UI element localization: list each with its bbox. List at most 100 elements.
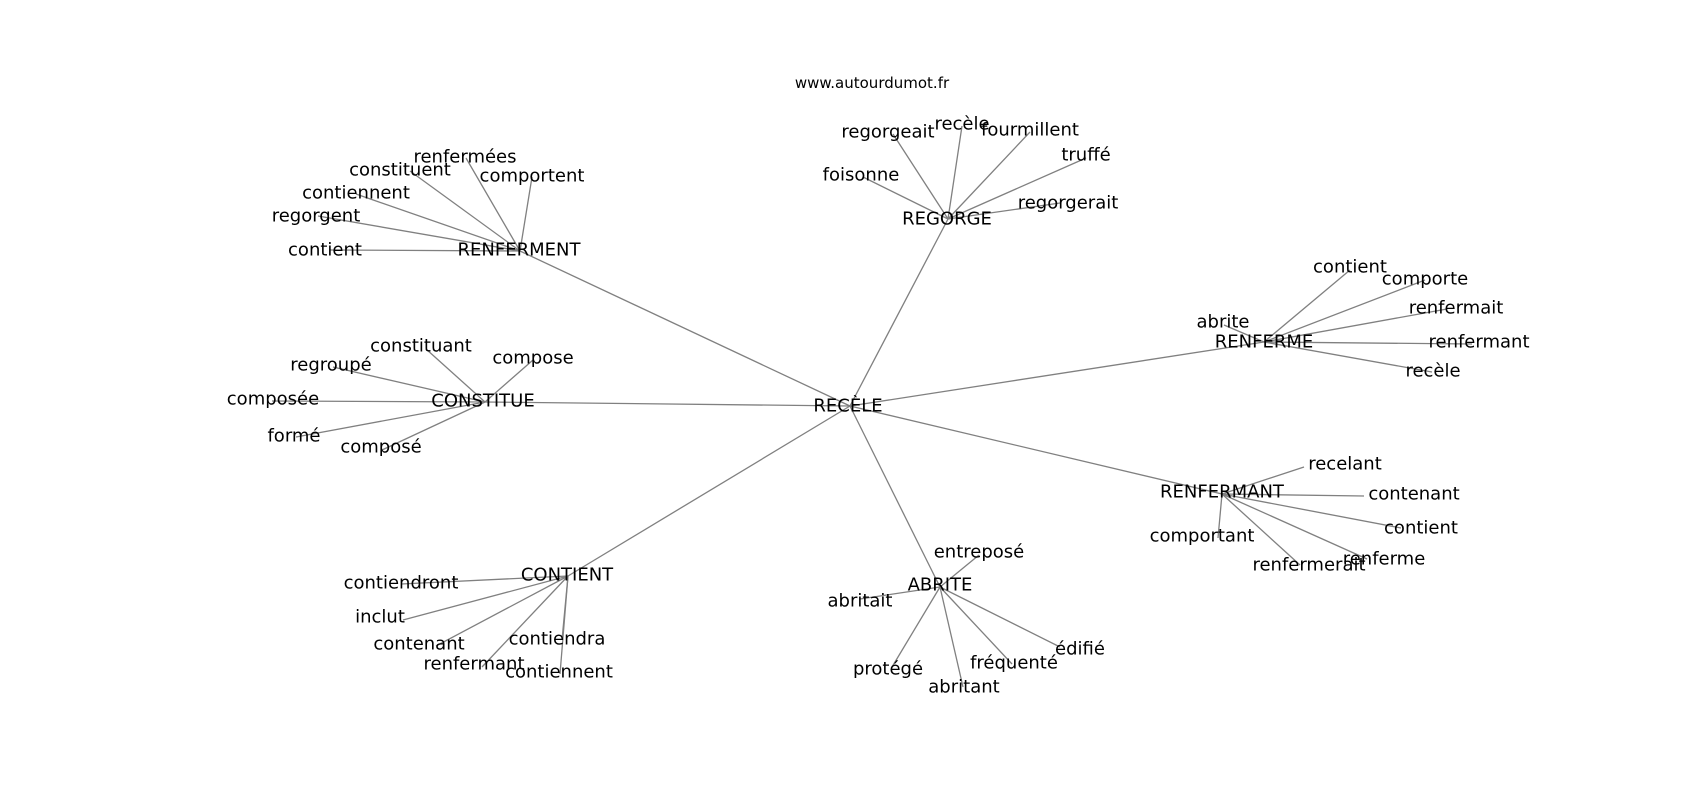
leaf-node-entrepose[interactable]: entreposé: [934, 542, 1025, 563]
source-label[interactable]: www.autourdumot.fr: [795, 74, 950, 92]
leaf-node-compose[interactable]: composé: [340, 437, 421, 458]
leaf-node-renferme[interactable]: renferme: [1343, 549, 1426, 570]
edge-contient-contiennent: [559, 575, 569, 675]
leaf-node-fourmillent[interactable]: fourmillent: [981, 120, 1079, 141]
leaf-node-contient[interactable]: contient: [1384, 518, 1458, 539]
edge-abrite-frequente: [939, 586, 1013, 665]
leaf-node-contenant[interactable]: contenant: [1368, 484, 1459, 505]
edge-renferment-regorgent: [317, 215, 521, 252]
edge-renferme-recele: [1263, 341, 1433, 373]
hub-node-contient[interactable]: CONTIENT: [521, 565, 614, 586]
leaf-node-inclut[interactable]: inclut: [355, 607, 405, 628]
leaf-node-contient[interactable]: contient: [1313, 257, 1387, 278]
edge-contient-renfermant: [481, 575, 569, 668]
leaf-node-renfermait[interactable]: renfermait: [1409, 298, 1504, 319]
leaf-node-frequente[interactable]: fréquenté: [970, 653, 1058, 674]
edge-renferme-renfermait: [1263, 308, 1448, 343]
leaf-node-protege[interactable]: protégé: [853, 659, 923, 680]
edge-constitue-forme: [295, 401, 486, 438]
edge-renferment-contiennent: [355, 193, 521, 252]
leaf-node-contient[interactable]: contient: [288, 240, 362, 261]
leaf-node-recele[interactable]: recèle: [1405, 361, 1460, 382]
edge-renfermant-recelant: [1221, 466, 1305, 495]
edge-renferment-comportent: [519, 176, 533, 252]
edge-renfermant-renfermerait: [1221, 493, 1301, 566]
edge-renferme-abrite: [1223, 324, 1265, 343]
edge-constitue-compose: [381, 401, 486, 451]
edge-contient-contiendront: [400, 575, 569, 585]
edge-contient-contenant: [435, 575, 569, 647]
leaf-node-forme[interactable]: formé: [267, 426, 320, 447]
edge-center-renfermant: [849, 405, 1223, 495]
edge-constitue-compose: [484, 359, 534, 403]
leaf-node-edifie[interactable]: édifié: [1055, 639, 1105, 660]
edges-layer: [271, 125, 1473, 688]
leaf-node-abrite[interactable]: abrite: [1197, 312, 1250, 333]
leaf-node-comportent[interactable]: comportent: [480, 166, 585, 187]
edge-renfermant-renferme: [1221, 493, 1368, 560]
edge-center-renferme: [849, 341, 1265, 407]
hub-node-abrite[interactable]: ABRITE: [908, 575, 973, 596]
leaf-node-constituent[interactable]: constituent: [349, 160, 451, 181]
leaf-node-recele[interactable]: recèle: [934, 114, 989, 135]
edge-renferme-comporte: [1263, 279, 1426, 343]
leaf-node-abritait[interactable]: abritait: [827, 591, 892, 612]
edge-center-abrite: [849, 405, 941, 588]
edge-center-constitue: [484, 401, 851, 407]
edge-regorge-regorgerait: [947, 202, 1061, 220]
edge-renferment-constituent: [409, 170, 521, 252]
leaf-node-contiennent[interactable]: contiennent: [505, 662, 613, 683]
leaf-node-regorgeait[interactable]: regorgeait: [841, 122, 934, 143]
edge-constitue-composee: [271, 400, 486, 403]
leaf-node-regorgent[interactable]: regorgent: [272, 206, 361, 227]
leaf-node-composee[interactable]: composée: [227, 389, 319, 410]
leaf-node-renfermant[interactable]: renfermant: [1428, 332, 1529, 353]
center-node-label[interactable]: RECÈLE: [813, 395, 882, 417]
edge-center-renferment: [519, 250, 851, 407]
leaf-node-recelant[interactable]: recelant: [1308, 454, 1382, 475]
edge-renfermant-contient: [1221, 493, 1402, 529]
edge-regorge-regorgeait: [892, 133, 949, 220]
leaf-node-foisonne[interactable]: foisonne: [823, 165, 900, 186]
edge-regorge-fourmillent: [947, 131, 1031, 220]
edge-constitue-regroupe: [332, 366, 486, 403]
edge-abrite-edifie: [939, 586, 1061, 648]
leaf-node-contiennent[interactable]: contiennent: [302, 183, 410, 204]
leaf-node-renfermerait[interactable]: renfermerait: [1252, 555, 1365, 576]
edge-constitue-constituant: [425, 348, 486, 403]
edge-abrite-abritait: [859, 586, 941, 600]
leaf-node-truffe[interactable]: truffé: [1061, 145, 1110, 166]
edge-renferment-renfermees: [465, 157, 521, 252]
edge-regorge-foisonne: [862, 176, 949, 220]
edge-renferme-renfermant: [1263, 341, 1473, 345]
edge-regorge-recele: [947, 125, 963, 220]
edge-abrite-abritant: [939, 586, 964, 688]
leaf-node-contenant[interactable]: contenant: [373, 634, 464, 655]
leaf-node-comporte[interactable]: comporte: [1382, 269, 1468, 290]
leaf-node-regroupe[interactable]: regroupé: [290, 355, 371, 376]
hub-node-renfermant[interactable]: RENFERMANT: [1160, 482, 1285, 503]
hub-node-regorge[interactable]: REGORGE: [902, 209, 992, 230]
edge-renfermant-comportant: [1217, 493, 1223, 539]
leaf-node-contiendra[interactable]: contiendra: [509, 629, 606, 650]
leaf-node-renfermant[interactable]: renfermant: [423, 654, 524, 675]
leaf-node-contiendront[interactable]: contiendront: [344, 573, 459, 594]
edge-center-regorge: [849, 218, 949, 407]
leaf-node-regorgerait[interactable]: regorgerait: [1018, 193, 1119, 214]
leaf-node-comportant[interactable]: comportant: [1150, 526, 1255, 547]
edge-renferme-contient: [1263, 269, 1351, 343]
leaf-node-compose[interactable]: compose: [492, 348, 573, 369]
edge-renferment-contient: [329, 249, 521, 252]
edge-center-contient: [567, 405, 851, 577]
leaf-node-abritant[interactable]: abritant: [928, 677, 999, 698]
edge-abrite-entrepose: [939, 554, 980, 588]
hub-node-constitue[interactable]: CONSTITUE: [431, 391, 534, 412]
edge-abrite-protege: [891, 586, 941, 668]
edge-renfermant-contenant: [1221, 493, 1365, 497]
leaf-node-constituant[interactable]: constituant: [370, 336, 472, 357]
hub-node-renferme[interactable]: RENFERME: [1215, 332, 1313, 353]
leaf-node-renfermees[interactable]: renfermées: [413, 147, 516, 168]
hub-node-renferment[interactable]: RENFERMENT: [458, 240, 582, 261]
